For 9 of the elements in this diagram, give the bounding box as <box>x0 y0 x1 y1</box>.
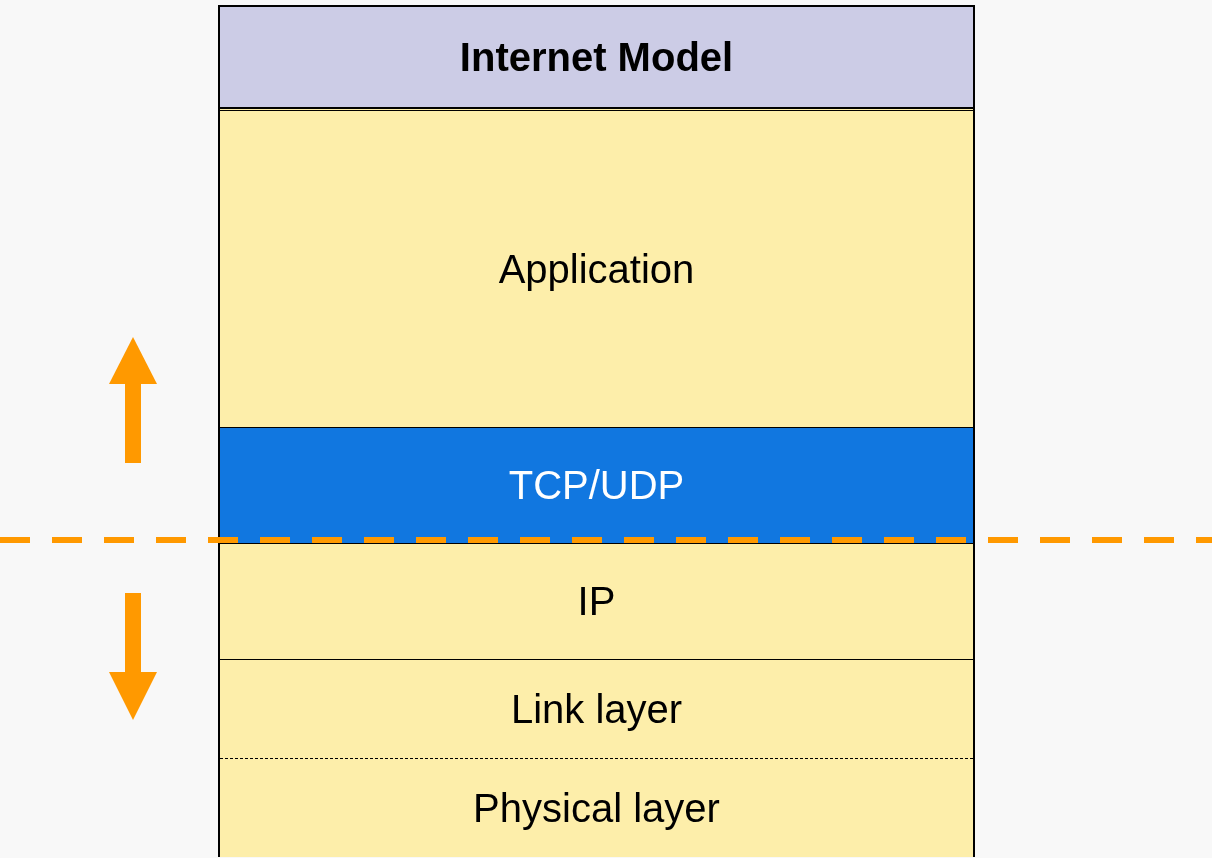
layer-label: Application <box>498 246 695 292</box>
layer-label: TCP/UDP <box>508 463 685 508</box>
stack-frame <box>218 5 975 857</box>
layer-band <box>220 427 973 543</box>
layer-label: IP <box>577 579 616 624</box>
layer-band <box>220 758 973 857</box>
stack-heading: Internet Model <box>220 7 973 109</box>
layer-label: Link layer <box>510 686 683 732</box>
layer-label: Physical layer <box>473 785 720 831</box>
